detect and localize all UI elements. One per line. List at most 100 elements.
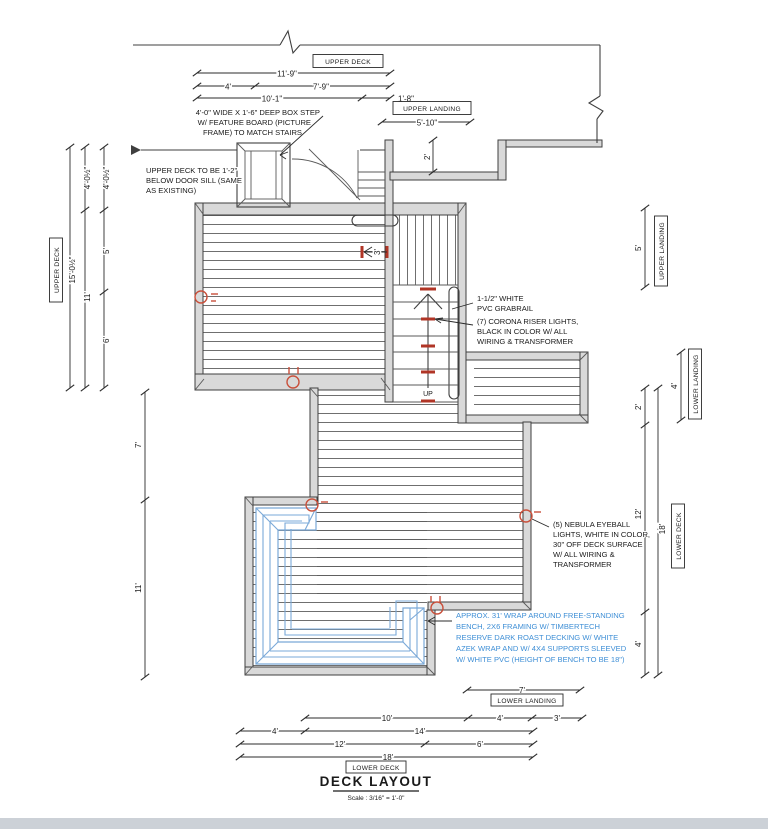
note-door-sill: UPPER DECK TO BE 1'-2" BELOW DOOR SILL (… — [145, 165, 243, 196]
stair-landing-boards — [393, 215, 458, 285]
dim-bottom-r5: 18' — [383, 753, 394, 762]
note-line: BENCH, 2X6 FRAMING W/ TIMBERTECH — [456, 622, 600, 631]
break-symbol-right — [587, 95, 604, 120]
note-box-step: 4'-0" WIDE X 1'-6" DEEP BOX STEP W/ FEAT… — [195, 107, 324, 160]
note-line: WIRING & TRANSFORMER — [477, 337, 574, 346]
note-line: RESERVE DARK ROAST DECKING W/ WHITE — [456, 633, 618, 642]
dim-bottom-r2c: 3' — [554, 714, 560, 723]
label-lower-landing-bottom: LOWER LANDING — [490, 693, 564, 707]
eyeball-light-marker — [286, 375, 300, 389]
note-line: BLACK IN COLOR W/ ALL — [477, 327, 567, 336]
label-text: UPPER DECK — [325, 59, 371, 66]
up-label: UP — [423, 391, 433, 398]
eyeball-light-marker — [430, 601, 444, 615]
eyeball-light-marker — [194, 290, 208, 304]
title-block: DECK LAYOUT Scale : 3/16" = 1'-0" — [320, 774, 433, 802]
label-text: UPPER LANDING — [659, 222, 666, 280]
note-line: LIGHTS, WHITE IN COLOR, — [553, 530, 650, 539]
note-bench: APPROX. 31' WRAP AROUND FREE-STANDING BE… — [427, 610, 628, 665]
bench-corner-miters — [255, 507, 425, 665]
dim-top-1: 11'-9" — [277, 70, 297, 79]
label-text: LOWER DECK — [352, 765, 400, 772]
dim-left-mid-a: 4'-0½" — [83, 167, 92, 190]
label-text: LOWER DECK — [676, 512, 683, 560]
note-grabrail: 1-1/2" WHITE PVC GRABRAIL — [451, 293, 534, 314]
wall-corner-miters — [194, 202, 589, 676]
note-line: 30" OFF DECK SURFACE — [553, 540, 643, 549]
break-symbol-top — [279, 29, 301, 55]
label-text: LOWER LANDING — [693, 354, 700, 413]
dim-left-low-b: 11' — [134, 583, 143, 593]
dim-left-mid-b: 11' — [83, 292, 92, 302]
box-step — [236, 142, 291, 208]
note-line: APPROX. 31' WRAP AROUND FREE-STANDING — [456, 611, 625, 620]
eyeball-light-marker — [519, 509, 533, 523]
dims-right: 5' 2' 12' 4' 18' 4' — [633, 204, 686, 679]
dims-left: 15'-0½" 4'-0½" 11' 4'-0½" 5' 6' 7' 11' — [65, 143, 150, 681]
door-swing — [291, 148, 361, 201]
dim-top-3a: 10'-1" — [262, 95, 283, 104]
note-line: BELOW DOOR SILL (SAME — [146, 176, 242, 185]
deck-walls — [194, 139, 603, 676]
dim-right-lower-landing: 4' — [670, 383, 679, 389]
label-lower-landing-right: LOWER LANDING — [688, 348, 702, 420]
label-lower-deck-right: LOWER DECK — [671, 503, 685, 569]
annotations: 4'-0" WIDE X 1'-6" DEEP BOX STEP W/ FEAT… — [145, 107, 651, 665]
label-upper-landing-right: UPPER LANDING — [654, 215, 668, 287]
note-line: TRANSFORMER — [553, 560, 612, 569]
note-line: W/ FEATURE BOARD (PICTURE — [198, 118, 311, 127]
dim-bottom-r3a: 4' — [272, 727, 278, 736]
eyeball-light-markers — [194, 290, 541, 615]
lower-landing-boards — [474, 360, 580, 412]
note-line: 1-1/2" WHITE — [477, 294, 524, 303]
note-line: UPPER DECK TO BE 1'-2" — [146, 166, 238, 175]
note-line: W/ ALL WIRING & — [553, 550, 615, 559]
house-walls — [131, 29, 604, 198]
area-labels: UPPER DECK UPPER LANDING UPPER DECK UPPE… — [49, 54, 702, 774]
note-line: W/ WHITE PVC (HEIGHT OF BENCH TO BE 18") — [456, 655, 625, 664]
viewer-bottom-strip — [0, 818, 768, 829]
decking-boards — [203, 215, 580, 667]
riser-light-markers — [360, 246, 436, 403]
stair-width-dim: 3' — [363, 246, 387, 258]
dim-left-in-a: 4'-0½" — [102, 167, 111, 190]
dims-top: 11'-9" 4' 7'-9" 10'-1" 1'-8" 5'-10" 2' — [192, 68, 475, 176]
upper-deck-boards — [203, 215, 385, 375]
dim-upper-landing-depth: 2' — [423, 154, 432, 160]
eyeball-light-marker — [305, 498, 319, 512]
grabrail-side-icon — [448, 286, 460, 400]
dim-left-in-c: 6' — [102, 337, 111, 343]
dim-right-in-c: 4' — [634, 641, 643, 647]
dim-top-2a: 4' — [225, 83, 231, 92]
wrap-around-bench — [255, 507, 425, 665]
note-riser-lights: (7) CORONA RISER LIGHTS, BLACK IN COLOR … — [434, 316, 579, 347]
drawing-scale: Scale : 3/16" = 1'-0" — [348, 795, 406, 802]
label-text: LOWER LANDING — [497, 698, 556, 705]
label-upper-deck-top: UPPER DECK — [312, 54, 384, 68]
note-line: 4'-0" WIDE X 1'-6" DEEP BOX STEP — [196, 108, 320, 117]
dim-left-in-b: 5' — [102, 248, 111, 254]
label-upper-landing-top: UPPER LANDING — [392, 101, 472, 115]
wall-end-arrow-icon — [131, 145, 141, 155]
lower-deck-boards-d — [393, 402, 458, 422]
door-steps — [358, 171, 385, 197]
dim-bottom-r4a: 12' — [335, 740, 346, 749]
grabrail-top-icon — [351, 214, 399, 227]
dim-top-2b: 7'-9" — [313, 83, 329, 92]
dim-left-low-a: 7' — [134, 442, 143, 448]
dim-bottom-r3b: 14' — [415, 727, 426, 736]
note-line: FRAME) TO MATCH STAIRS — [203, 128, 302, 137]
dims-bottom: 7' 10' 4' 3' 4' 14' 12' 6' 18' — [235, 685, 587, 764]
dim-upper-landing-width: 5'-10" — [417, 119, 438, 128]
dim-left-total: 15'-0½" — [68, 256, 77, 283]
lower-deck-boards-c — [252, 505, 427, 667]
note-line: PVC GRABRAIL — [477, 304, 533, 313]
dim-bottom-r4b: 6' — [477, 740, 483, 749]
lower-deck-boards-a — [317, 390, 393, 422]
label-text: UPPER LANDING — [403, 106, 461, 113]
label-lower-deck-bottom: LOWER DECK — [345, 760, 407, 774]
drawing-title: DECK LAYOUT — [320, 774, 433, 789]
stairs: UP 3' — [360, 246, 458, 403]
dim-bottom-r2a: 10' — [382, 714, 393, 723]
